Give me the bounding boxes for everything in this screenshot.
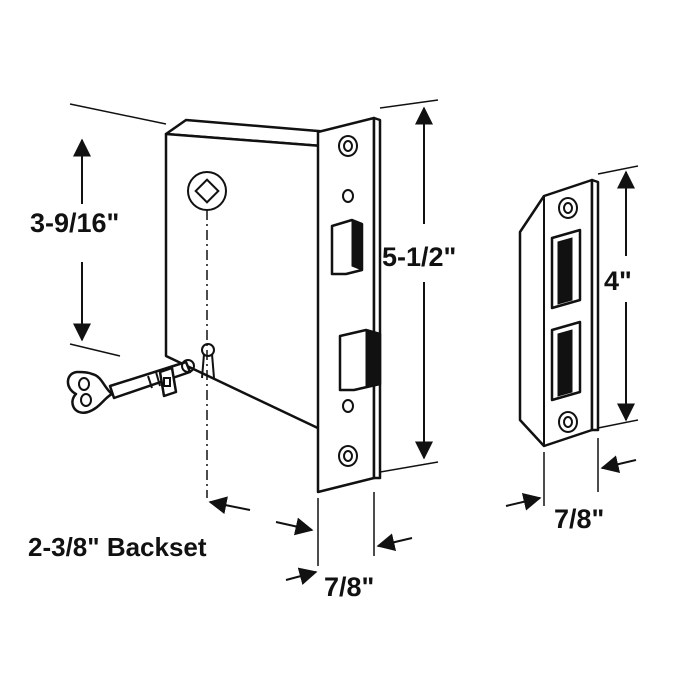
- case-height-label: 3-9/16": [30, 208, 119, 238]
- faceplate-screw-top: [338, 135, 358, 157]
- backset-label: 2-3/8" Backset: [28, 532, 207, 562]
- faceplate-width-label: 7/8": [324, 572, 374, 602]
- strike-height-label: 4": [604, 266, 632, 296]
- strike-plate: [518, 178, 600, 448]
- dead-bolt: [338, 328, 382, 392]
- keyhole-icon: [201, 343, 215, 379]
- faceplate: [316, 116, 382, 494]
- dimension-faceplate-width: 7/8": [285, 492, 413, 602]
- spindle-square-hole: [194, 178, 220, 204]
- strike-plate-body: [518, 178, 594, 448]
- skeleton-key-icon: [66, 359, 195, 414]
- latch-bolt: [330, 218, 364, 276]
- dimension-strike-height: 4": [597, 165, 639, 429]
- strike-width-label: 7/8": [554, 504, 604, 534]
- mortise-lock-body: [164, 118, 332, 498]
- dimension-backset: 2-3/8" Backset: [28, 496, 319, 566]
- faceplate-plate: [316, 116, 376, 494]
- dimension-strike-width: 7/8": [505, 438, 637, 534]
- dimension-case-height: 3-9/16": [30, 103, 167, 357]
- lock-case-side: [164, 132, 324, 432]
- faceplate-height-label: 5-1/2": [382, 242, 456, 272]
- dimension-faceplate-height: 5-1/2": [379, 99, 456, 473]
- faceplate-screw-bottom: [338, 445, 358, 467]
